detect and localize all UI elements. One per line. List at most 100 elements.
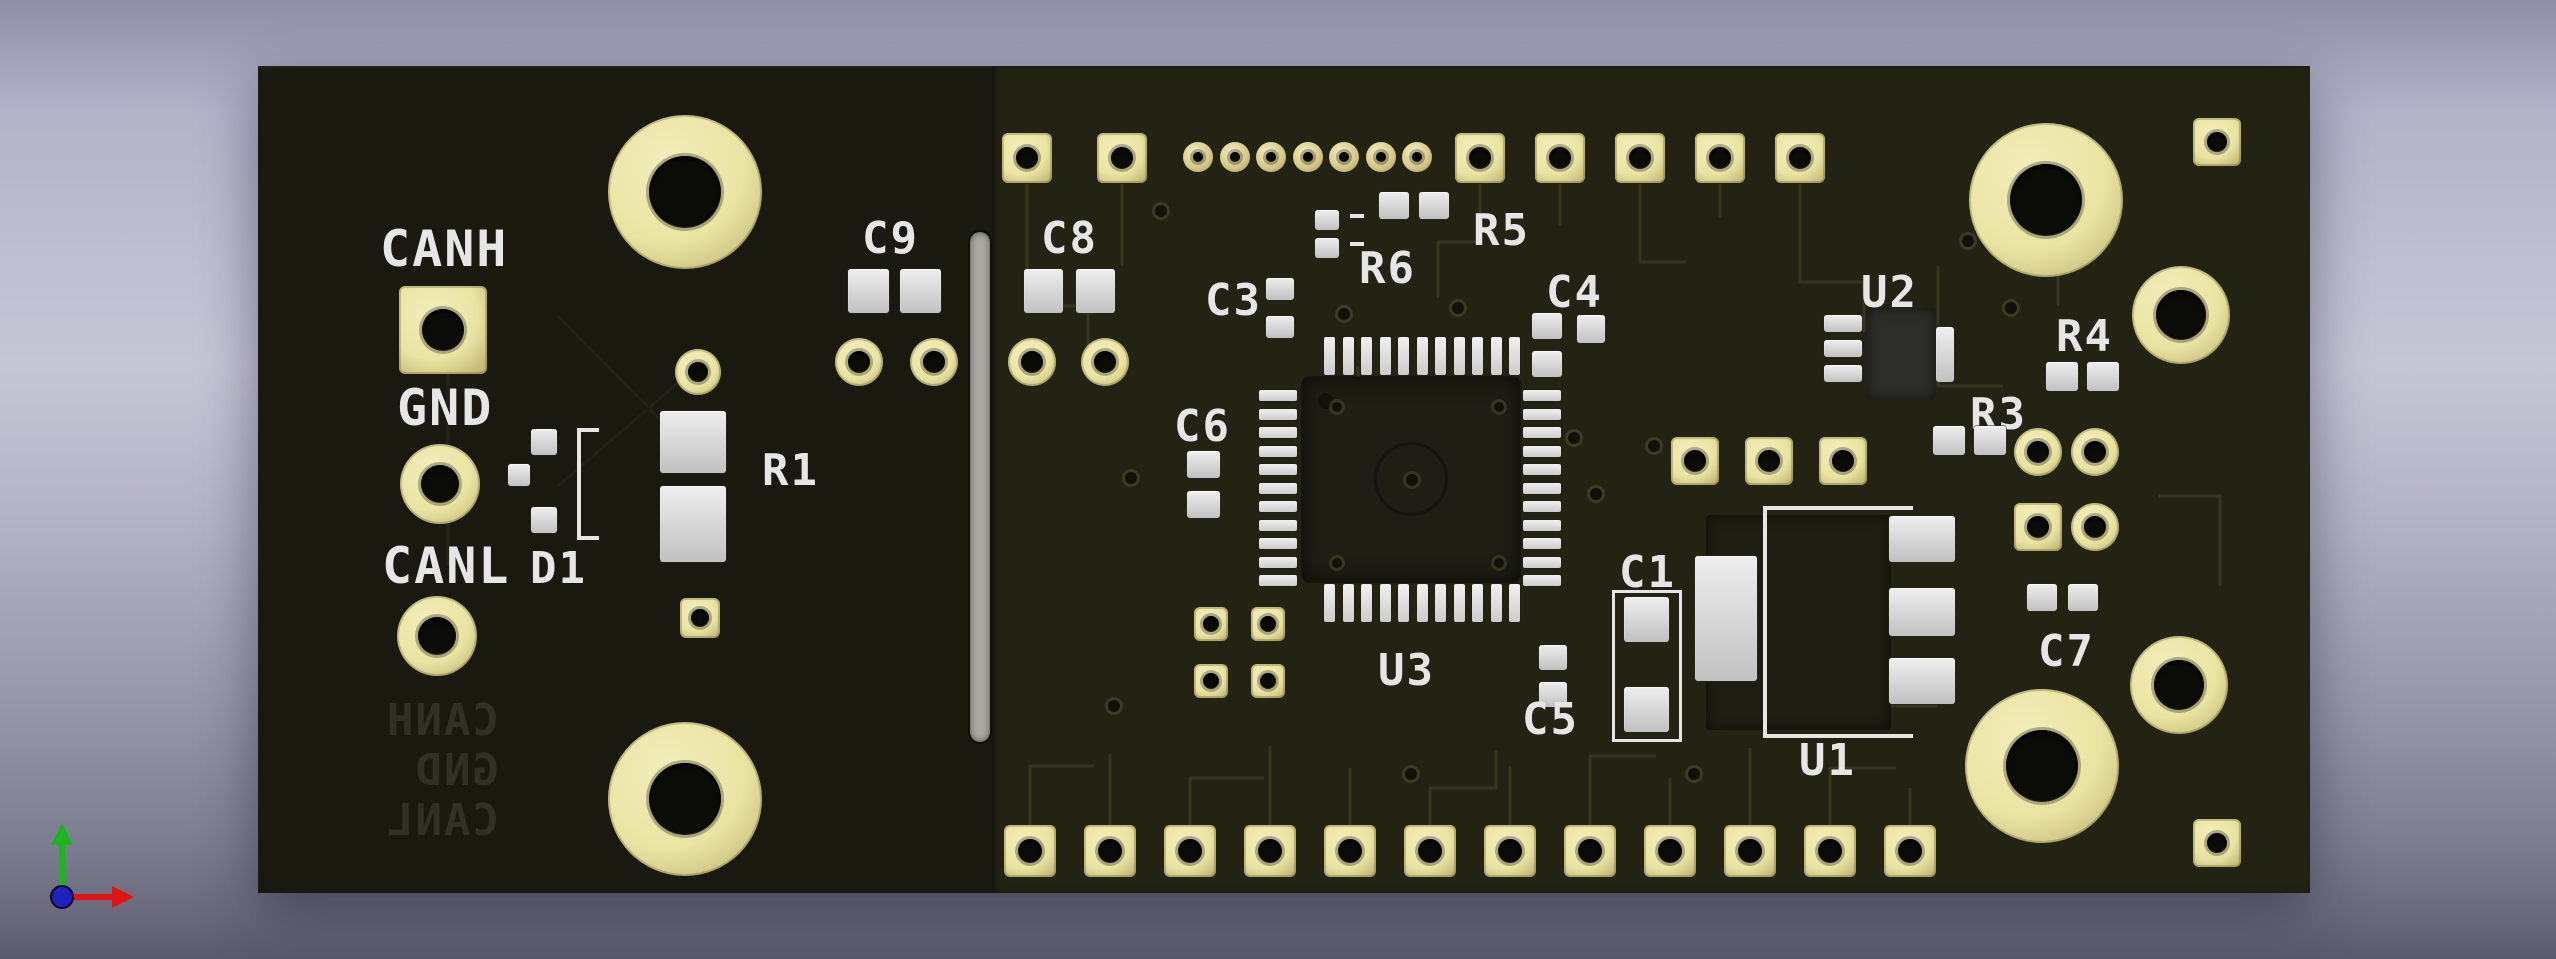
d1-silk-outline	[577, 428, 599, 432]
r1-body	[660, 486, 726, 562]
back-silk-line: GND	[413, 745, 499, 796]
silkscreen-label-d1: D1	[530, 543, 587, 594]
through-hole-pad	[1695, 133, 1745, 183]
qfp-pin	[1361, 584, 1372, 622]
qfp-pin	[1472, 337, 1483, 375]
qfp-pin	[1398, 337, 1409, 375]
silkscreen-label-c9: C9	[862, 213, 919, 264]
silkscreen-label-u1: U1	[1799, 735, 1856, 786]
through-hole-pad	[1164, 825, 1216, 877]
through-hole-pad	[1002, 133, 1052, 183]
qfp-pin	[1435, 337, 1446, 375]
qfp-pin	[1259, 445, 1297, 457]
qfp-pin	[1259, 427, 1297, 438]
drill-hole	[1203, 616, 1219, 632]
d1-pad	[531, 429, 557, 455]
test-pad	[1251, 664, 1285, 698]
qfp-pin	[1490, 584, 1502, 622]
through-hole-pad	[1097, 133, 1147, 183]
c7-pad	[2027, 584, 2057, 611]
qfp-pin	[1523, 445, 1561, 457]
qfp-pin	[1472, 584, 1483, 622]
qfp-pin	[1259, 575, 1297, 586]
mounting-hole	[608, 722, 762, 876]
drill-hole	[2027, 441, 2049, 463]
drill-hole	[1418, 839, 1442, 863]
via	[1405, 768, 1417, 780]
u2-body	[1866, 308, 1936, 400]
via	[1125, 472, 1137, 484]
silkscreen-label-r4: R4	[2056, 311, 2113, 362]
r5-pad	[1419, 192, 1449, 219]
qfp-pin	[1259, 538, 1297, 549]
silkscreen-label-c8: C8	[1041, 213, 1098, 264]
u3-center-mark	[1374, 442, 1448, 516]
silkscreen-label-c6: C6	[1174, 401, 1231, 452]
drill-hole	[1098, 839, 1122, 863]
qfp-pin	[1523, 556, 1561, 568]
qfp-pin	[1523, 519, 1561, 531]
through-hole-pad	[1804, 825, 1856, 877]
through-hole-pad	[675, 349, 721, 395]
drill-hole	[2084, 516, 2106, 538]
c4-pad	[1532, 351, 1562, 377]
axis-orientation-indicator	[50, 823, 134, 909]
canh-pad	[399, 286, 487, 374]
c3-pad	[1266, 278, 1294, 300]
qfp-pin	[1509, 337, 1520, 375]
r6-silk-outline	[1350, 214, 1364, 218]
qfp-pin	[1523, 408, 1561, 420]
qfp-pin	[1342, 584, 1354, 622]
through-hole-pad	[1081, 338, 1129, 386]
plated-hole-pad	[1365, 142, 1396, 172]
silkscreen-label-c3: C3	[1205, 275, 1262, 326]
qfp-pin	[1490, 337, 1502, 375]
silkscreen-label-c5: C5	[1522, 694, 1579, 745]
u1-silk-outline	[1763, 506, 1913, 510]
drill-hole	[1684, 450, 1706, 472]
corner-pad	[2193, 819, 2241, 867]
drill-hole	[1111, 147, 1133, 169]
through-hole-pad	[1745, 437, 1793, 485]
qfp-pin	[1523, 538, 1561, 549]
qfp-pin	[1416, 584, 1428, 622]
silkscreen-label-c7: C7	[2038, 626, 2095, 677]
through-hole-pad	[835, 338, 883, 386]
drill-hole	[1203, 673, 1219, 689]
drill-hole	[688, 362, 708, 382]
through-hole-pad	[1644, 825, 1696, 877]
through-hole-pad	[1775, 133, 1825, 183]
drill-hole	[1339, 152, 1349, 162]
plated-hole-pad	[1329, 142, 1359, 172]
through-hole-pad	[1819, 437, 1867, 485]
through-hole-pad	[680, 598, 720, 638]
silkscreen-label-c1: C1	[1619, 547, 1676, 598]
via	[1648, 440, 1660, 452]
back-silkscreen-showthrough: CANH GND CANL	[385, 695, 499, 846]
drill-hole	[848, 351, 870, 373]
drill-hole	[1658, 839, 1682, 863]
drill-hole	[2006, 730, 2078, 802]
drill-hole	[2156, 290, 2206, 340]
r3-pad	[1974, 426, 2006, 455]
through-hole-pad	[1324, 825, 1376, 877]
d1-pad	[508, 464, 530, 486]
via	[1108, 700, 1120, 712]
r1-body	[660, 411, 726, 473]
via	[1332, 558, 1342, 568]
silkscreen-label-u3: U3	[1378, 645, 1435, 696]
through-hole-pad	[2071, 503, 2119, 551]
c5-pad	[1539, 682, 1567, 707]
r4-pad	[2046, 362, 2078, 391]
c1-pad	[1624, 687, 1669, 732]
qfp-pin	[1398, 584, 1409, 622]
c8-pad	[1024, 269, 1063, 313]
drill-hole	[923, 351, 945, 373]
drill-hole	[1338, 839, 1362, 863]
qfp-pin	[1523, 464, 1561, 475]
d1-pad	[531, 507, 557, 533]
silkscreen-label-canh: CANH	[380, 220, 509, 278]
plated-hole-pad	[1219, 142, 1250, 172]
drill-hole	[2027, 516, 2049, 538]
